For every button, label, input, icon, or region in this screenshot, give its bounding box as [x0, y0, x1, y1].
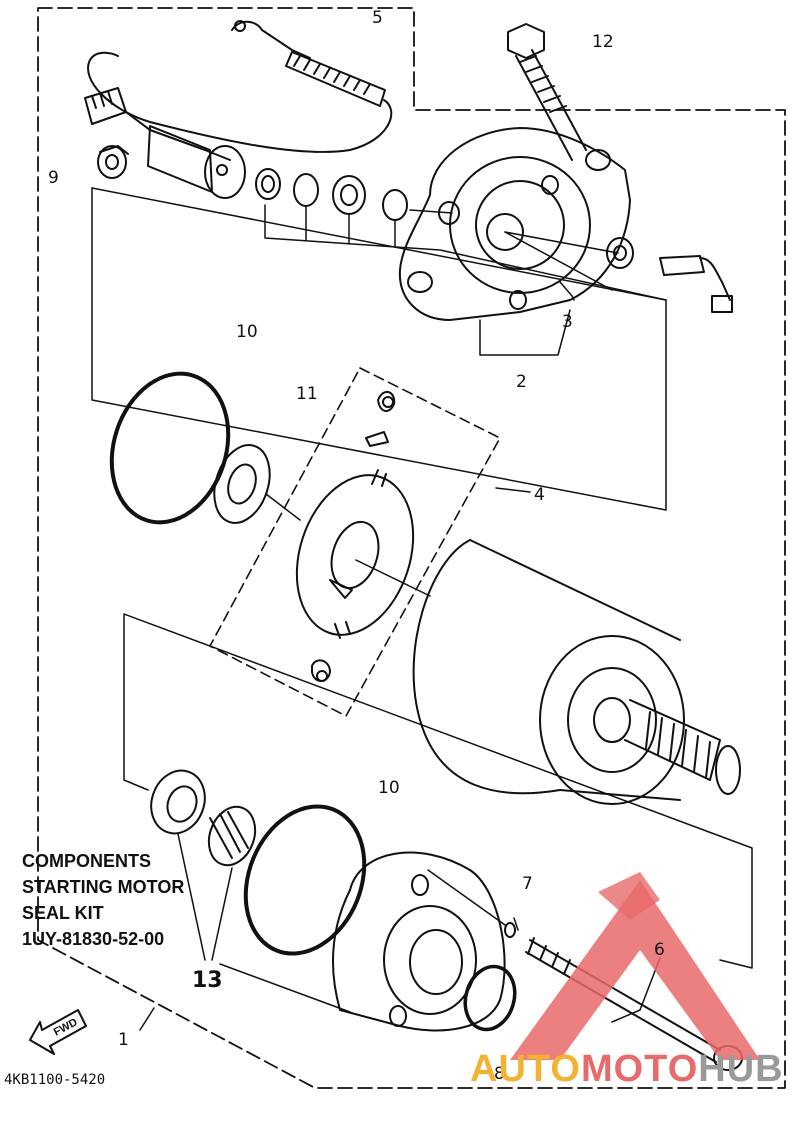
callout-1: 1	[118, 1030, 129, 1050]
callout-6: 6	[654, 940, 665, 960]
watermark-part-3: HUB	[698, 1048, 784, 1090]
armature	[412, 539, 741, 805]
callout-11: 11	[296, 384, 318, 404]
washer-part-11	[213, 444, 271, 524]
o-ring-part-10-lower	[243, 804, 367, 956]
leader-lines-lower	[123, 613, 753, 969]
o-ring-part-8	[463, 964, 517, 1032]
watermark-part-1: AUTO	[470, 1048, 581, 1090]
fwd-label: FWD	[52, 1016, 80, 1038]
brush-plate-box	[209, 367, 501, 717]
fwd-arrow-icon: FWD	[29, 1009, 87, 1055]
watermark-part-2: MOTO	[580, 1048, 699, 1090]
through-bolt-part-6	[525, 937, 743, 1071]
brush-plate-part-4	[295, 390, 415, 682]
o-ring-part-7	[504, 922, 516, 938]
oil-seal	[150, 769, 206, 835]
seal-kit-note: COMPONENTS STARTING MOTOR SEAL KIT 1UY-8…	[22, 848, 184, 952]
o-ring-part-10-upper	[109, 371, 231, 525]
callout-9: 9	[48, 168, 59, 188]
front-cover-part-1	[332, 851, 506, 1032]
leader-lines-upper	[91, 187, 667, 511]
watermark-logo-icon	[510, 872, 760, 1060]
callout-4: 4	[534, 485, 545, 505]
nut-part-9	[97, 145, 129, 179]
callout-3: 3	[562, 312, 573, 332]
callout-12: 12	[592, 32, 614, 52]
note-line-1: COMPONENTS	[22, 851, 152, 871]
note-line-3: SEAL KIT	[22, 903, 104, 923]
assembly-boundary	[37, 7, 786, 1089]
rear-cover-part-2	[398, 127, 733, 321]
callout-5: 5	[372, 8, 383, 28]
watermark-text: AUTOMOTOHUB	[470, 1048, 784, 1091]
drawing-number: 4KB1100-5420	[4, 1072, 106, 1088]
callout-2: 2	[516, 372, 527, 392]
leader-lines-13	[139, 833, 661, 1031]
leader-lines-middle	[265, 487, 531, 597]
bolt-part-12	[507, 23, 587, 161]
brush-holder-washers	[255, 168, 408, 221]
callout-8: 8	[494, 1064, 505, 1084]
callout-10-upper: 10	[236, 322, 258, 342]
callout-13: 13	[192, 968, 223, 993]
lead-wire-part-5	[84, 20, 393, 199]
note-line-4: 1UY-81830-52-00	[22, 929, 165, 949]
needle-bearing	[207, 805, 257, 867]
callout-7: 7	[522, 874, 533, 894]
callout-10-lower: 10	[378, 778, 400, 798]
note-line-2: STARTING MOTOR	[22, 877, 185, 897]
